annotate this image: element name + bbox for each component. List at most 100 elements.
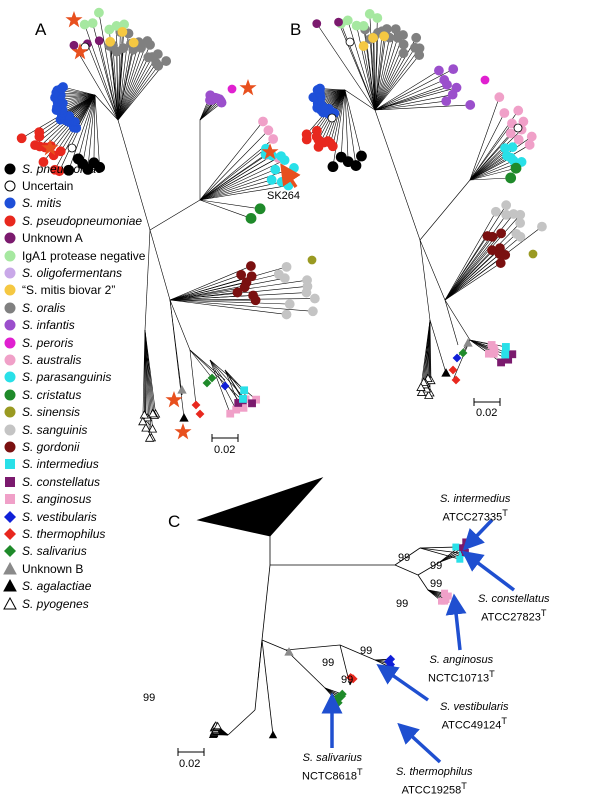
legend-species: parasanguinis <box>36 370 112 385</box>
leaf-marker <box>279 155 290 166</box>
legend-item: S. constellatus <box>3 473 100 490</box>
panel-label-c: C <box>168 512 181 531</box>
type-strain-anginosus: S. anginosus NCTC10713T <box>428 654 495 685</box>
legend-genus: S. <box>22 526 37 541</box>
leaf-marker <box>515 218 526 228</box>
circle-icon <box>4 232 16 244</box>
triangle-icon <box>3 579 17 592</box>
legend-species: australis <box>36 352 82 367</box>
leaf-marker <box>301 287 312 298</box>
leaf-marker <box>179 413 189 422</box>
legend-species: sinensis <box>36 405 81 420</box>
leaf-marker <box>416 387 427 396</box>
legend-species: salivarius <box>36 544 87 559</box>
leaf-marker <box>139 410 150 419</box>
leaf-marker <box>327 161 339 173</box>
leaf-marker <box>496 228 507 239</box>
leaf-marker <box>451 375 461 385</box>
leaf-marker <box>307 306 318 317</box>
leaf-marker <box>368 33 378 43</box>
legend-item: S. mitis <box>3 195 61 212</box>
legend-item: S. thermophilus <box>3 525 105 542</box>
leaf-marker <box>452 353 462 363</box>
type-strain-thermophilus: S. thermophilus ATCC19258T <box>396 766 473 797</box>
leaf-marker <box>484 349 493 358</box>
circle-icon <box>4 302 16 314</box>
leaf-marker <box>379 31 390 42</box>
star-marker <box>41 138 59 156</box>
leaf-marker <box>258 116 268 127</box>
leaf-marker <box>458 348 468 358</box>
legend-label: Unknown B <box>22 561 84 576</box>
legend-genus: S. <box>22 457 37 472</box>
leaf-marker <box>268 730 278 739</box>
collapsed-clade <box>196 477 324 537</box>
legend-species: intermedius <box>36 457 99 472</box>
diamond-icon <box>4 510 16 523</box>
legend-genus: S. <box>22 265 37 280</box>
leaf-marker <box>358 41 369 51</box>
leaf-marker <box>499 108 510 118</box>
leaf-marker <box>494 92 505 103</box>
legend-item: S. pyogenes <box>3 595 89 612</box>
leaf-marker <box>263 125 274 136</box>
leaf-marker <box>117 26 128 37</box>
square-icon <box>5 494 15 505</box>
legend-genus: S. <box>22 335 37 350</box>
legend-genus: S. <box>22 387 37 402</box>
leaf-marker <box>515 209 526 220</box>
leaf-marker <box>419 377 429 386</box>
leaf-marker <box>234 399 243 407</box>
type-strain-salivarius: S. salivarius NCTC8618T <box>302 752 363 783</box>
leaf-marker <box>254 203 266 215</box>
panel-label-b: B <box>290 20 302 39</box>
leaf-marker <box>88 157 100 169</box>
legend-species: cristatus <box>36 387 82 402</box>
bootstrap-value: 99 <box>143 692 156 704</box>
leaf-marker <box>268 134 279 144</box>
leaf-marker <box>537 221 547 232</box>
legend-genus: S. <box>22 196 37 211</box>
leaf-marker <box>67 143 77 153</box>
bootstrap-value: 99 <box>341 674 354 686</box>
legend-item: S. peroris <box>3 334 73 351</box>
circle-icon <box>4 406 16 418</box>
legend-genus: S. <box>22 596 37 611</box>
legend-item: S. oligofermentans <box>3 264 122 281</box>
circle-icon <box>4 319 16 331</box>
circle-icon <box>4 441 16 453</box>
leaf-marker <box>327 113 337 123</box>
leaf-marker <box>441 368 451 377</box>
circle-icon <box>4 267 16 279</box>
leaf-marker <box>510 162 522 174</box>
leaf-marker <box>216 97 227 108</box>
legend-species: mitis <box>36 196 62 211</box>
leaf-marker <box>289 163 299 173</box>
leaf-marker <box>442 79 452 90</box>
leaf-marker <box>213 721 222 730</box>
leaf-marker <box>250 295 261 306</box>
arrow <box>397 722 442 764</box>
leaf-marker <box>284 647 294 656</box>
leaf-marker <box>414 50 425 61</box>
circle-icon <box>4 337 16 348</box>
arrow-layer <box>280 163 516 764</box>
leaf-marker <box>79 19 90 30</box>
leaf-marker <box>128 37 139 48</box>
square-icon <box>5 459 15 470</box>
legend-genus: S. <box>22 422 37 437</box>
leaf-marker <box>507 142 518 153</box>
leaf-marker <box>390 24 401 35</box>
circle-icon <box>4 163 16 174</box>
legend-genus: S. <box>22 352 37 367</box>
leaf-marker <box>220 381 230 391</box>
leaf-marker <box>497 358 505 367</box>
legend-genus: S. <box>22 492 37 507</box>
bootstrap-value: 99 <box>360 645 373 657</box>
legend-species: constellatus <box>36 474 101 489</box>
leaf-markers <box>16 7 547 739</box>
legend-species: peroris <box>36 335 74 350</box>
leaf-marker <box>30 140 40 151</box>
legend-species: infantis <box>36 318 75 333</box>
